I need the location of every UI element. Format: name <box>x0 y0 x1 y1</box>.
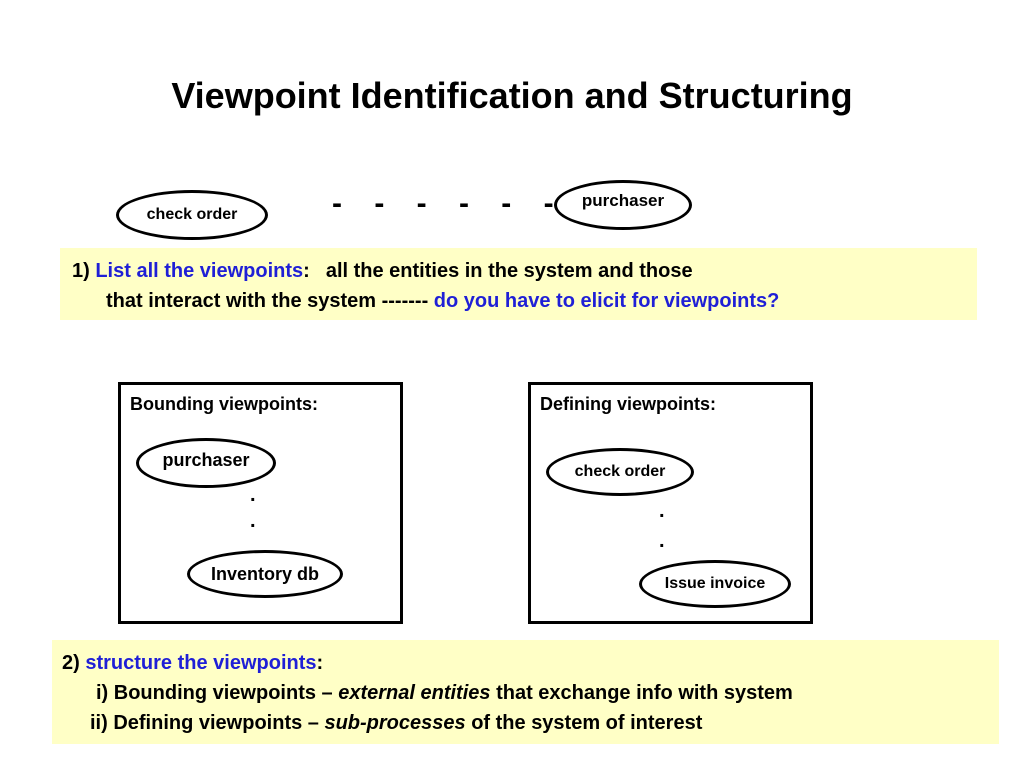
bounding-item-prefix: i) Bounding viewpoints – <box>96 682 339 704</box>
bounding-viewpoints-panel: Bounding viewpoints: purchaser . . Inven… <box>118 382 403 624</box>
step-1-line-2: that interact with the system ------- do… <box>72 286 977 316</box>
inventory-db-oval: Inventory db <box>187 550 343 598</box>
step-1-note: 1) List all the viewpoints: all the entit… <box>60 248 977 320</box>
bounding-item-rest: that exchange info with system <box>490 682 793 704</box>
step-1-keyword: List all the viewpoints <box>95 260 304 282</box>
step-2-note: 2) structure the viewpoints: i) Bounding… <box>52 640 999 744</box>
slide-title: Viewpoint Identification and Structuring <box>171 75 853 116</box>
check-order-oval: check order <box>116 190 268 240</box>
defining-item-emphasis: sub-processes <box>324 712 466 734</box>
purchaser-viewpoint-oval: purchaser <box>136 438 276 488</box>
step-2-keyword: structure the viewpoints <box>85 652 317 674</box>
step-2-colon: : <box>316 652 324 674</box>
step-1-colon: : <box>303 260 310 282</box>
step-1-continuation: that interact with the system ------- <box>106 290 434 312</box>
step-1-question: do you have to elicit for viewpoints? <box>433 290 780 312</box>
step-2-item-2: ii) Defining viewpoints – sub-processes … <box>62 708 999 738</box>
step-2-number: 2) <box>62 652 86 674</box>
ellipsis-dot: . <box>659 500 665 522</box>
ellipsis-dot: . <box>250 484 256 506</box>
defining-item-prefix: ii) Defining viewpoints – <box>90 712 325 734</box>
step-1-line-1: 1) List all the viewpoints: all the entit… <box>72 256 977 286</box>
step-1-number: 1) <box>72 260 96 282</box>
ellipsis-dot: . <box>659 530 665 552</box>
purchaser-oval: purchaser <box>554 180 692 230</box>
step-2-line-1: 2) structure the viewpoints: <box>62 648 999 678</box>
bounding-viewpoints-heading: Bounding viewpoints: <box>130 394 318 414</box>
check-order-viewpoint-label: check order <box>574 463 666 480</box>
ellipsis-dot: . <box>250 510 256 532</box>
defining-viewpoints-heading: Defining viewpoints: <box>540 394 717 414</box>
check-order-viewpoint-oval: check order <box>546 448 694 496</box>
issue-invoice-oval: Issue invoice <box>639 560 791 608</box>
check-order-label: check order <box>146 206 238 223</box>
purchaser-viewpoint-label: purchaser <box>162 449 250 470</box>
bounding-item-emphasis: external entities <box>338 682 491 704</box>
step-2-item-1: i) Bounding viewpoints – external entiti… <box>62 678 999 708</box>
defining-item-rest: of the system of interest <box>465 712 703 734</box>
step-1-description: all the entities in the system and those <box>325 260 693 282</box>
purchaser-label: purchaser <box>581 191 665 210</box>
defining-viewpoints-panel: Defining viewpoints: check order . . Iss… <box>528 382 813 624</box>
dashed-connector: - - - - - - - <box>332 187 608 220</box>
inventory-db-label: Inventory db <box>210 563 319 584</box>
issue-invoice-label: Issue invoice <box>664 575 766 592</box>
